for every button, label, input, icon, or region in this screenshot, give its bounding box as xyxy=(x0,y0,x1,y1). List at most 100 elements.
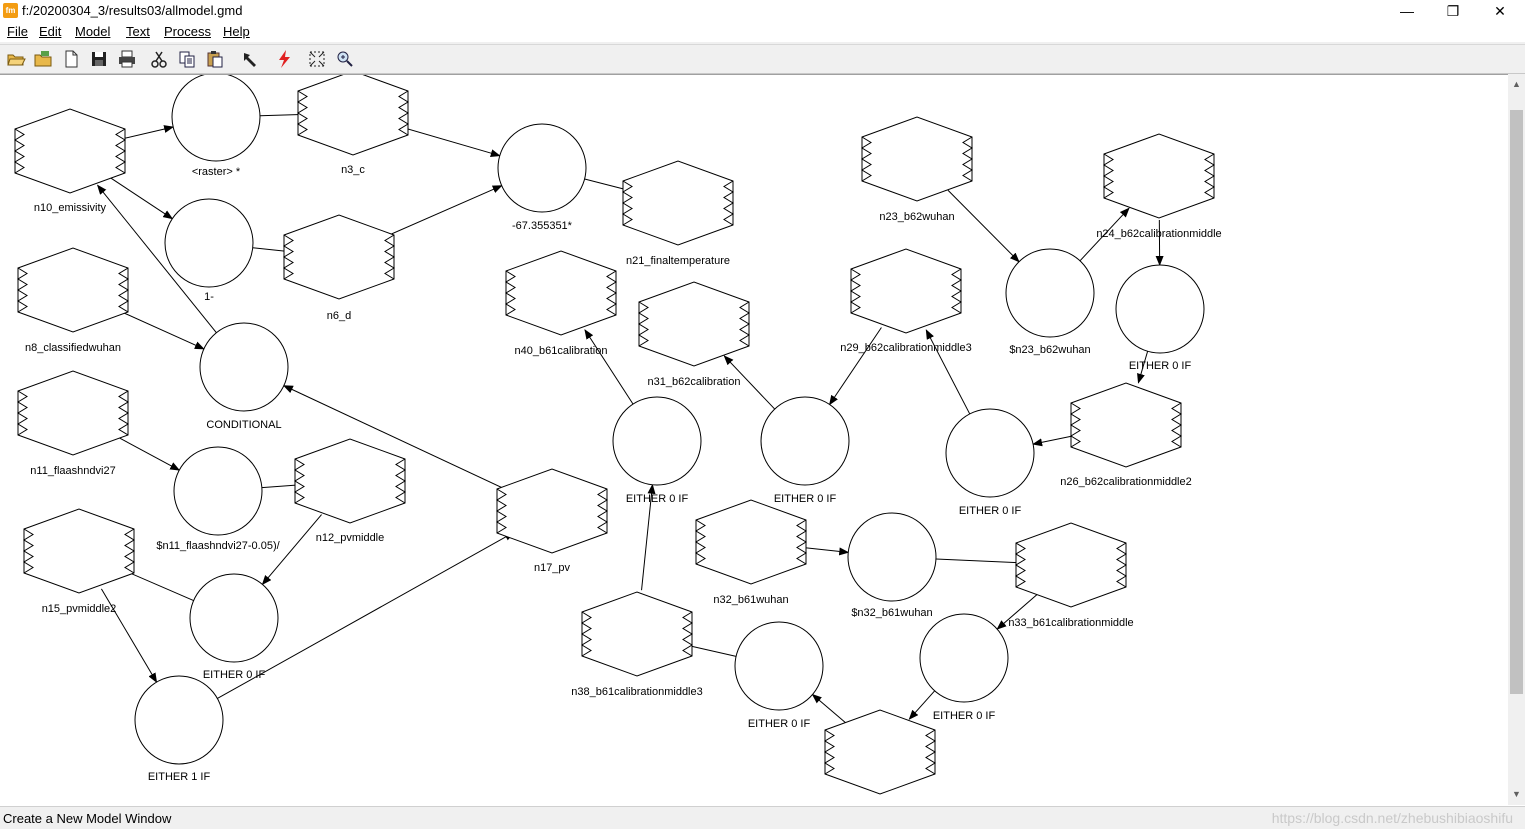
function-circle xyxy=(946,409,1034,497)
raster-hexagon xyxy=(298,75,408,155)
raster-node-n17[interactable]: n17_pv xyxy=(497,469,607,574)
raster-hexagon xyxy=(825,710,935,794)
node-label: $n32_b61wuhan xyxy=(851,607,932,619)
raster-node-n8[interactable]: n8_classifiedwuhan xyxy=(18,248,128,354)
lightning-icon[interactable] xyxy=(274,49,294,69)
node-label: n12_pvmiddle xyxy=(316,532,385,544)
print-icon[interactable] xyxy=(117,49,137,69)
function-circle xyxy=(135,676,223,764)
raster-node-n33[interactable]: n33_b61calibrationmiddle xyxy=(1008,523,1133,629)
function-node-f_either0e[interactable]: EITHER 0 IF xyxy=(1116,265,1204,372)
menu-edit[interactable]: Edit xyxy=(39,24,61,39)
function-node-f_final[interactable]: -67.355351* xyxy=(498,124,586,232)
node-label: n38_b61calibrationmiddle3 xyxy=(571,686,702,698)
menu-help[interactable]: Help xyxy=(223,24,250,39)
raster-node-n32[interactable]: n32_b61wuhan xyxy=(696,500,806,606)
node-label: EITHER 1 IF xyxy=(148,771,211,783)
model-canvas[interactable]: n10_emissivity <raster> * n3_c -67.355351* n… xyxy=(0,74,1525,806)
node-label: n11_flaashndvi27 xyxy=(30,465,115,477)
function-node-f_cond[interactable]: CONDITIONAL xyxy=(200,323,288,431)
function-circle xyxy=(165,199,253,287)
maximize-button[interactable]: ❐ xyxy=(1430,0,1476,22)
scroll-down-arrow-icon[interactable]: ▼ xyxy=(1508,786,1525,803)
node-label: -67.355351* xyxy=(512,220,573,232)
fit-window-icon[interactable] xyxy=(307,49,327,69)
node-label: n3_c xyxy=(341,164,365,176)
model-diagram[interactable]: n10_emissivity <raster> * n3_c -67.355351* n… xyxy=(0,75,1508,806)
function-circle xyxy=(1116,265,1204,353)
hammer-icon[interactable] xyxy=(240,49,260,69)
raster-hexagon xyxy=(506,251,616,335)
folder-icon[interactable] xyxy=(33,49,53,69)
function-node-f_either1[interactable]: EITHER 1 IF xyxy=(135,676,223,783)
function-node-f_n23[interactable]: $n23_b62wuhan xyxy=(1006,249,1094,356)
function-node-f_either0g[interactable]: EITHER 0 IF xyxy=(920,614,1008,722)
menu-process[interactable]: Process xyxy=(164,24,211,39)
function-node-f_n32[interactable]: $n32_b61wuhan xyxy=(848,513,936,619)
raster-node-n31[interactable]: n31_b62calibration xyxy=(639,282,749,388)
node-label: n8_classifiedwuhan xyxy=(25,342,121,354)
close-button[interactable]: ✕ xyxy=(1477,0,1523,22)
node-label: n21_finaltemperature xyxy=(626,255,730,267)
raster-hexagon xyxy=(295,439,405,523)
function-node-f_n11[interactable]: $n11_flaashndvi27-0.05)/ xyxy=(156,447,280,552)
function-node-f_either0c[interactable]: EITHER 0 IF xyxy=(761,397,849,505)
raster-node-n21[interactable]: n21_finaltemperature xyxy=(623,161,733,267)
raster-hexagon xyxy=(862,117,972,201)
node-label: n26_b62calibrationmiddle2 xyxy=(1060,476,1191,488)
vertical-scrollbar[interactable]: ▲ ▼ xyxy=(1508,74,1525,805)
menu-file[interactable]: File xyxy=(7,24,28,39)
paste-icon[interactable] xyxy=(205,49,225,69)
node-label: EITHER 0 IF xyxy=(959,505,1022,517)
node-label: EITHER 0 IF xyxy=(626,493,689,505)
raster-hexagon xyxy=(1071,383,1181,467)
node-label: CONDITIONAL xyxy=(206,419,281,431)
scrollbar-thumb[interactable] xyxy=(1510,110,1523,694)
function-node-f_1[interactable]: 1- xyxy=(165,199,253,303)
window-title: f:/20200304_3/results03/allmodel.gmd xyxy=(22,3,242,18)
node-label: n29_b62calibrationmiddle3 xyxy=(840,342,971,354)
model-maker-icon: fm xyxy=(3,3,18,18)
function-node-f_either0b[interactable]: EITHER 0 IF xyxy=(613,397,701,505)
node-label: n15_pvmiddle2 xyxy=(42,603,117,615)
menu-bar: File Edit Model Text Process Help xyxy=(0,22,1525,42)
raster-hexagon xyxy=(497,469,607,553)
edge-n11-f_n11 xyxy=(112,434,180,470)
node-label: n6_d xyxy=(327,310,351,322)
raster-node-n_bottom[interactable] xyxy=(825,710,935,794)
function-circle xyxy=(174,447,262,535)
zoom-icon[interactable] xyxy=(335,49,355,69)
raster-node-n40[interactable]: n40_b61calibration xyxy=(506,251,616,357)
node-label: $n11_flaashndvi27-0.05)/ xyxy=(156,540,280,552)
raster-node-n15[interactable]: n15_pvmiddle2 xyxy=(24,509,134,615)
node-label: EITHER 0 IF xyxy=(933,710,996,722)
open-folder-icon[interactable] xyxy=(6,49,26,69)
edge-f_either0g-n_bottom xyxy=(909,691,934,719)
raster-node-n29[interactable]: n29_b62calibrationmiddle3 xyxy=(840,249,971,354)
scroll-up-arrow-icon[interactable]: ▲ xyxy=(1508,76,1525,93)
function-node-f_either0d[interactable]: EITHER 0 IF xyxy=(946,409,1034,517)
edge-f_n32-n33 xyxy=(936,559,1027,563)
raster-node-n6[interactable]: n6_d xyxy=(284,215,394,322)
save-icon[interactable] xyxy=(89,49,109,69)
minimize-button[interactable]: — xyxy=(1384,0,1430,22)
raster-node-n23[interactable]: n23_b62wuhan xyxy=(862,117,972,223)
raster-node-n38[interactable]: n38_b61calibrationmiddle3 xyxy=(571,592,702,698)
raster-hexagon xyxy=(582,592,692,676)
raster-hexagon xyxy=(639,282,749,366)
menu-text[interactable]: Text xyxy=(126,24,150,39)
raster-node-n26[interactable]: n26_b62calibrationmiddle2 xyxy=(1060,383,1191,488)
raster-node-n3[interactable]: n3_c xyxy=(298,75,408,176)
raster-hexagon xyxy=(1016,523,1126,607)
function-node-f_either0a[interactable]: EITHER 0 IF xyxy=(190,574,278,681)
function-circle xyxy=(920,614,1008,702)
new-document-icon[interactable] xyxy=(61,49,81,69)
cut-icon[interactable] xyxy=(149,49,169,69)
raster-node-n12[interactable]: n12_pvmiddle xyxy=(295,439,405,544)
node-label: n10_emissivity xyxy=(34,202,107,214)
function-node-f_either0f[interactable]: EITHER 0 IF xyxy=(735,622,823,730)
menu-model[interactable]: Model xyxy=(75,24,110,39)
raster-node-n11[interactable]: n11_flaashndvi27 xyxy=(18,371,128,477)
copy-icon[interactable] xyxy=(177,49,197,69)
function-node-f_raster[interactable]: <raster> * xyxy=(172,75,260,178)
